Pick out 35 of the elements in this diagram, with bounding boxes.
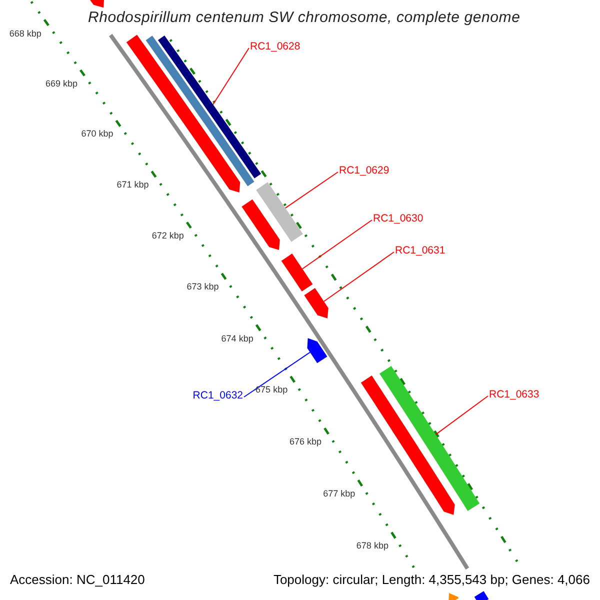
gene-label: RC1_0632 <box>192 390 243 402</box>
leader-line <box>302 220 372 270</box>
leader-line <box>212 48 250 106</box>
scale-label: 674 kbp <box>221 333 254 344</box>
footer-text: Accession: NC_011420 <box>10 572 145 588</box>
scale-label: 677 kbp <box>323 488 356 500</box>
scale-label: 672 kbp <box>152 230 184 242</box>
scale-label: 676 kbp <box>289 436 322 448</box>
title: Rhodospirillum centenum SW chromosome, complete genome <box>88 9 520 27</box>
scale-label: 678 kbp <box>356 540 388 552</box>
gene-feature <box>380 366 480 511</box>
scale-label: 668 kbp <box>9 28 42 39</box>
leader-line <box>244 352 310 398</box>
gene-label: RC1_0631 <box>395 244 446 258</box>
footer-text: Topology: circular; Length: 4,355,543 bp; Genes: 4,066 <box>273 572 590 588</box>
scale-label: 670 kbp <box>81 129 114 140</box>
scale-label: 671 kbp <box>116 180 149 191</box>
gene-feature <box>448 593 459 600</box>
scale-label: 669 kbp <box>45 78 78 90</box>
scale-label: 673 kbp <box>186 282 219 293</box>
gene-feature <box>307 338 328 364</box>
leader-line <box>284 172 338 209</box>
gene-feature <box>281 254 313 292</box>
gene-feature <box>474 591 489 600</box>
gene-label: RC1_0628 <box>250 40 300 54</box>
gene-label: RC1_0633 <box>489 388 540 402</box>
scale-label: 675 kbp <box>256 384 288 396</box>
gene-feature <box>256 182 303 242</box>
gene-feature <box>242 199 280 250</box>
leader-line <box>435 396 488 436</box>
gene-feature <box>360 376 455 515</box>
gene-label: RC1_0630 <box>373 212 424 226</box>
leader-line <box>323 252 394 302</box>
gene-feature <box>304 288 328 318</box>
gene-label: RC1_0629 <box>339 164 390 178</box>
